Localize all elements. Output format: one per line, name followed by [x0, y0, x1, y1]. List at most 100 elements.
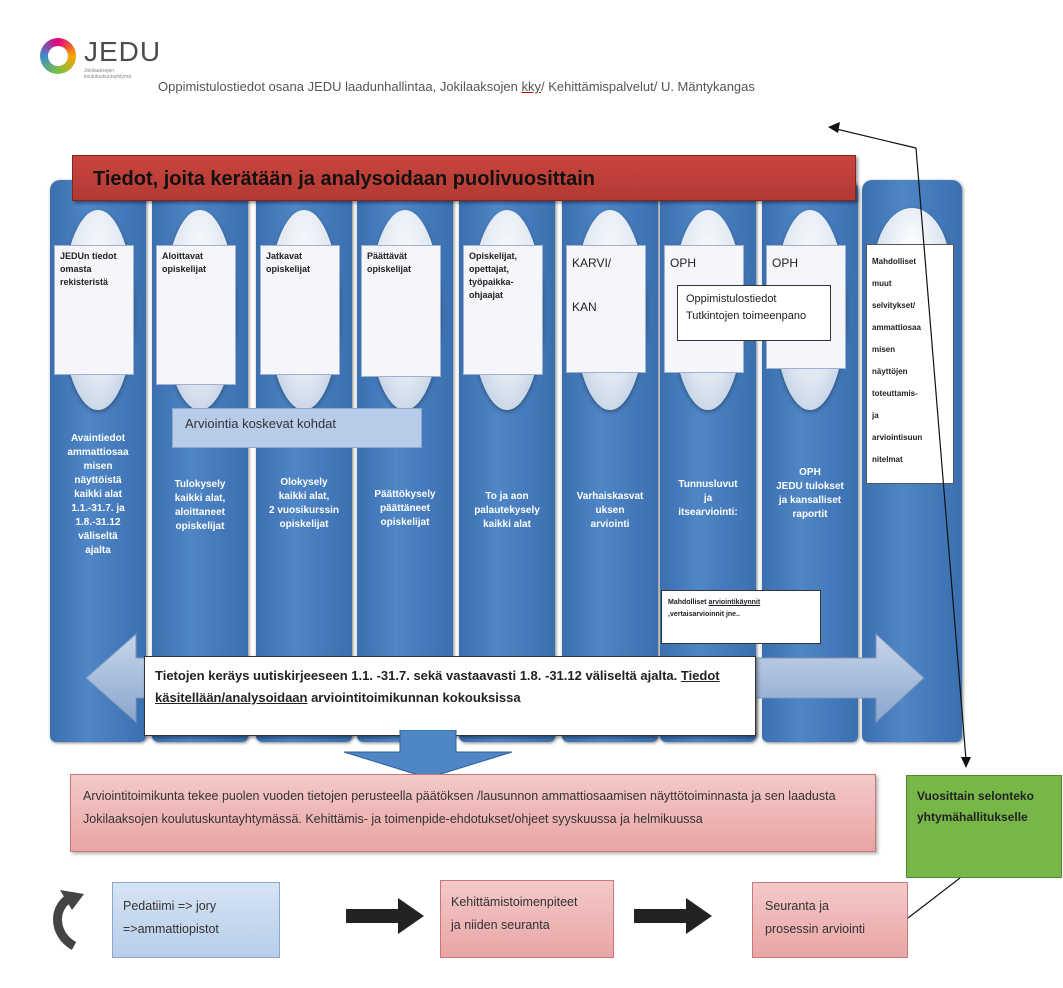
banner-title: Tiedot, joita kerätään ja analysoidaan p…	[72, 155, 856, 201]
column-1-text-line: 1.1.-31.7. ja	[71, 503, 125, 514]
column-2-text-line: kaikki alat,	[174, 493, 226, 504]
column-8-text-line: raportit	[792, 509, 828, 520]
column-3-card-line: Jatkavat	[266, 251, 303, 261]
header-subtitle: Oppimistulostiedot osana JEDU laadunhall…	[158, 79, 755, 94]
column-7-text-line: ja	[703, 493, 713, 504]
flow-box-pedatiimi-line2: =>ammattiopistot	[123, 922, 219, 936]
arviointia-label: Arviointia koskevat kohdat	[172, 408, 422, 448]
connector-top	[831, 127, 917, 149]
column-4-card-line: opiskelijat	[367, 264, 412, 274]
column-2-card-line: Aloittavat	[162, 251, 204, 261]
column-5-card-line: opettajat,	[469, 264, 510, 274]
column-4-text-line: Päättökysely	[374, 489, 436, 500]
mahdolliset-link: arviointikäynnit	[708, 599, 761, 606]
column-8-text: OPH JEDU tulokset ja kansalliset raportit	[764, 466, 856, 522]
connector-vertical	[915, 147, 967, 761]
flow-box-seuranta: Seuranta ja prosessin arviointi	[752, 882, 908, 958]
column-6-text-line: uksen	[595, 505, 625, 516]
flow-box-pedatiimi: Pedatiimi => jory =>ammattiopistot	[112, 882, 280, 958]
flow-box-pedatiimi-line1: Pedatiimi => jory	[123, 899, 217, 913]
column-5-card-line: Opiskelijat,	[469, 251, 518, 261]
mahdolliset-text-1: Mahdolliset	[668, 599, 709, 606]
column-5-text-line: To ja aon	[485, 491, 529, 502]
side-card-line: Mahdolliset	[872, 257, 917, 266]
column-4-card-line: Päättävät	[367, 251, 408, 261]
column-6-text-line: Varhaiskasvat	[576, 491, 644, 502]
column-1-text-line: 1.8.-31.12	[75, 517, 121, 528]
column-5-card: Opiskelijat,opettajat,työpaikka-ohjaajat	[463, 245, 543, 375]
down-arrow-icon	[343, 730, 513, 778]
side-card-line: muut	[872, 279, 892, 288]
column-1-text-line: ajalta	[85, 545, 111, 556]
column-1-text-line: misen	[83, 461, 113, 472]
column-2-card: Aloittavat opiskelijat	[156, 245, 236, 385]
column-4-card: Päättävät opiskelijat	[361, 245, 441, 377]
connector-to-green	[907, 877, 961, 919]
oph-popup: Oppimistulostiedot Tutkintojen toimeenpa…	[677, 285, 831, 341]
column-1-card-line: JEDUn tiedot	[60, 251, 117, 261]
column-3-text-line: Olokysely	[280, 477, 328, 488]
connector-bottom-arrowhead	[961, 757, 971, 768]
column-2-text-line: Tulokysely	[174, 479, 226, 490]
flow-box-seuranta-line2: prosessin arviointi	[765, 922, 866, 936]
side-card-line: näyttöjen	[872, 367, 908, 376]
side-card-line: nitelmat	[872, 455, 903, 464]
column-8-text-line: ja kansalliset	[778, 495, 842, 506]
column-1-text-line: ammattiosaa	[67, 447, 129, 458]
mahdolliset-text-2: ,vertaisarvioinnit jne..	[668, 611, 740, 618]
column-1-card-line: rekisteristä	[60, 277, 109, 287]
column-7-card-line: OPH	[670, 256, 697, 270]
column-6-card: KARVI/ KAN	[566, 245, 646, 373]
curved-arrow-icon	[53, 890, 84, 950]
side-card-line: arviointisuun	[872, 433, 923, 442]
column-2-text-line: aloittaneet	[174, 507, 225, 518]
flow-box-kehittamis-line1: Kehittämistoimenpiteet	[451, 895, 578, 909]
column-8-card-line: OPH	[772, 256, 799, 270]
column-1-text-line: väliseltä	[78, 531, 118, 542]
column-6-text-line: arviointi	[590, 519, 630, 530]
arrow-text-2: arviointitoimikunnan kokouksissa	[307, 690, 521, 705]
connector-top-arrowhead	[828, 122, 840, 133]
column-3-text-line: opiskelijat	[279, 519, 329, 530]
oph-popup-line1: Oppimistulostiedot	[686, 293, 777, 305]
green-box: Vuosittain selonteko yhtymähallitukselle	[906, 775, 1062, 878]
column-1-text-line: näyttöistä	[74, 475, 122, 486]
column-7-text-line: itsearviointi:	[678, 507, 738, 518]
column-6-text: Varhaiskasvat uksen arviointi	[564, 490, 656, 532]
column-8-text-line: OPH	[799, 467, 821, 478]
arrow-text-link1: Tiedot	[680, 668, 720, 683]
column-7-text-line: Tunnusluvut	[678, 479, 738, 490]
flow-box-kehittamis-line2: ja niiden seuranta	[451, 918, 550, 932]
oph-popup-line2: Tutkintojen toimeenpano	[686, 310, 807, 322]
column-1-text-line: Avaintiedot	[70, 433, 126, 444]
side-card-line: misen	[872, 345, 896, 354]
decision-box: Arviointitoimikunta tekee puolen vuoden …	[70, 774, 876, 852]
column-8-text-line: JEDU tulokset	[776, 481, 844, 492]
header-subtitle-part2: / Kehittämispalvelut/ U. Mäntykangas	[541, 79, 755, 94]
flow-arrow-2-icon	[634, 898, 712, 934]
column-2-card-line: opiskelijat	[162, 264, 207, 274]
column-2-text: Tulokysely kaikki alat, aloittaneet opiskel…	[154, 478, 246, 534]
column-5-text-line: kaikki alat	[483, 519, 531, 530]
arrow-text-link2: käsitellään/analysoidaan	[155, 690, 308, 705]
column-6-card-line: KARVI/	[572, 256, 612, 270]
arrow-text-box: Tietojen keräys uutiskirjeeseen 1.1. -31…	[144, 656, 756, 736]
column-3-card-line: opiskelijat	[266, 264, 311, 274]
column-3-text-line: 2 vuosikurssin	[268, 505, 340, 516]
flow-box-seuranta-line1: Seuranta ja	[765, 899, 829, 913]
header-subtitle-part1: Oppimistulostiedot osana JEDU laadunhall…	[158, 79, 522, 94]
column-2-text-line: opiskelijat	[175, 521, 225, 532]
column-4-text-line: opiskelijat	[380, 517, 430, 528]
arrow-text-1: Tietojen keräys uutiskirjeeseen 1.1. -31…	[155, 668, 681, 683]
column-3-card: Jatkavat opiskelijat	[260, 245, 340, 375]
side-card-line: selvitykset/	[872, 301, 916, 310]
column-1-text-line: kaikki alat	[74, 489, 122, 500]
mahdolliset-box: Mahdolliset arviointikäynnit ,vertaisarv…	[661, 590, 821, 644]
flow-box-kehittamis: Kehittämistoimenpiteet ja niiden seurant…	[440, 880, 614, 958]
jedu-logo-icon	[40, 38, 76, 74]
